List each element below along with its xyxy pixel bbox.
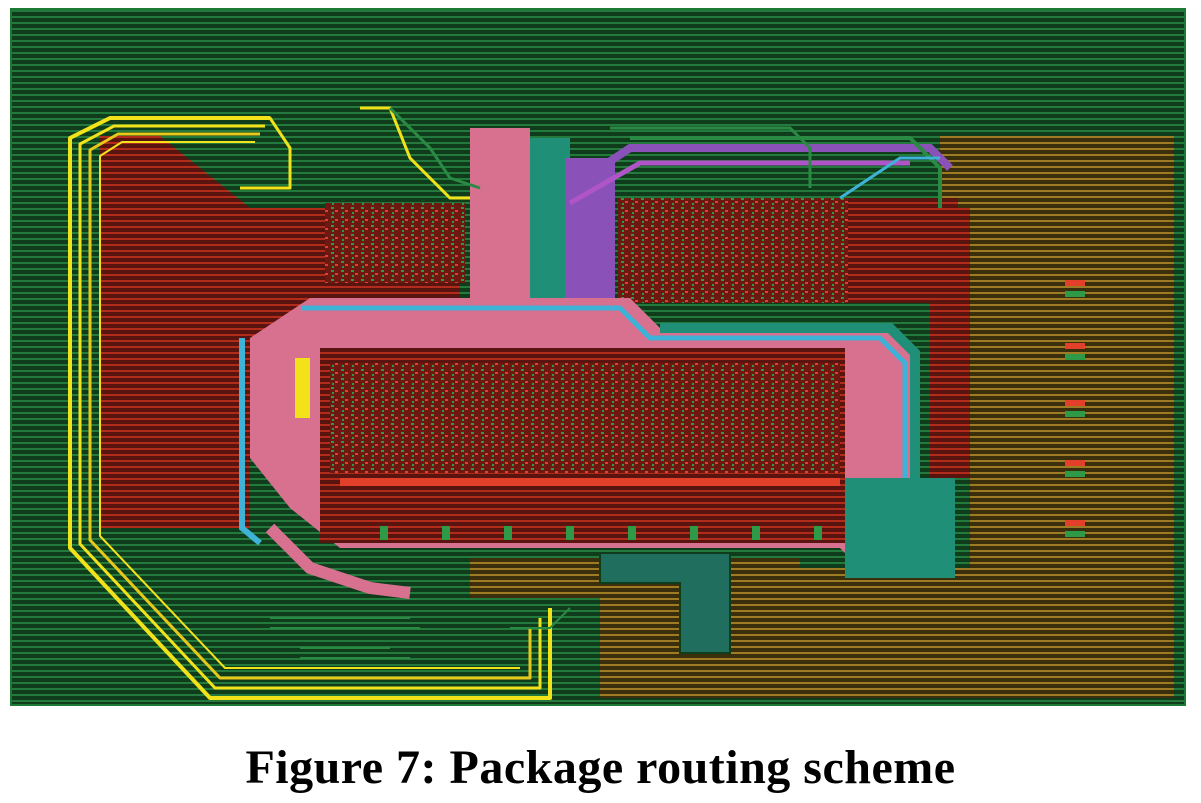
upper-left-die (325, 203, 465, 283)
bottom-pads (380, 526, 822, 540)
right-gold-plane (470, 136, 1174, 698)
outer-yellow-traces (68, 116, 552, 700)
bottom-stub (599, 552, 731, 654)
main-die (239, 298, 920, 599)
right-pads (1065, 280, 1085, 537)
right-teal-block (845, 478, 955, 578)
lower-left-fanout (270, 607, 571, 659)
routing-figure (10, 8, 1186, 706)
upper-right-die (618, 198, 848, 303)
figure-caption: Figure 7: Package routing scheme (245, 741, 956, 794)
center-fanout (360, 106, 953, 298)
